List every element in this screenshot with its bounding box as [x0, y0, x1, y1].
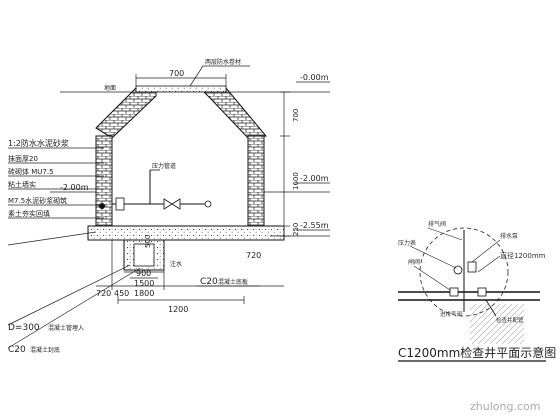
label-mud-wall: 粘土墙实	[8, 180, 36, 189]
dim-side-720: 720	[96, 289, 111, 298]
detail-soil	[470, 304, 524, 344]
detail-valve-a	[449, 287, 459, 297]
dim-top-width: 700	[169, 69, 184, 78]
detail-pressure-gauge: 压力表	[398, 239, 416, 247]
label-pipe: 压力管道	[152, 162, 176, 170]
base-slab	[87, 225, 285, 271]
label-c20-floor: C20	[200, 277, 218, 287]
main-labels: 700 700 1600 250 720 900 1500 1800 720 4…	[8, 58, 329, 355]
detail-vent-valve: 排气阀	[428, 220, 446, 228]
detail-valve-box	[467, 261, 477, 273]
detail-view: 排气阀 压力表 闸阀 排水泵 直径1200mm 检查井配管 进排气阀 C1200…	[398, 220, 556, 362]
label-c20-floor-sub: 混凝土底板	[218, 278, 248, 286]
detail-diameter: 直径1200mm	[500, 251, 546, 260]
label-c20-bottom-sub: 混凝土封底	[30, 346, 60, 354]
dim-sump-w2: 1500	[134, 279, 154, 288]
dim-sump-w1: 900	[136, 269, 151, 278]
detail-circle	[419, 227, 509, 317]
label-c20-bottom: C20	[8, 345, 26, 355]
label-surface: 地面	[104, 84, 116, 92]
ground-line	[50, 91, 330, 237]
leader-lines	[7, 65, 330, 349]
detail-valve: 闸阀	[408, 258, 420, 266]
label-waterproof-top: 两层防水卷材	[205, 58, 241, 66]
dim-floor-offset: 720	[246, 251, 261, 260]
detail-air-valve: 进排气阀	[440, 310, 462, 318]
label-mortar-m75: M7.5水泥砂浆砌筑	[8, 196, 67, 205]
well-walls	[95, 135, 265, 227]
well-roof	[95, 85, 267, 139]
label-backfill: 素土夯实回填	[8, 209, 50, 218]
detail-valve-b	[477, 287, 487, 297]
dim-small: 500	[144, 235, 152, 248]
elev-bottom: -2.55m	[300, 221, 329, 230]
label-brick: 砖砌体 MU7.5	[8, 167, 54, 176]
dim-side-450: 450	[114, 289, 129, 298]
dim-total-width: 1200	[168, 305, 188, 314]
label-roof-layer: 1:2防水水泥砂浆	[8, 138, 69, 148]
label-d300: D=300	[8, 323, 40, 333]
label-mortar: 抹面厚20	[8, 154, 38, 163]
dim-roof-height: 700	[292, 109, 300, 122]
detail-sump-pump: 排水泵	[500, 232, 518, 240]
detail-pipe-ref: 检查井配管	[496, 316, 524, 324]
elev-water-right: -2.00m	[300, 174, 329, 183]
watermark: zhulong.com	[470, 400, 540, 413]
elev-ground: -0.00m	[300, 73, 329, 82]
dim-sump-w3: 1800	[134, 289, 154, 298]
detail-gauge	[453, 265, 463, 275]
inner-pipe	[99, 169, 212, 211]
label-small-note: 注水	[170, 260, 182, 268]
elev-water-left: -2.00m	[60, 183, 89, 192]
dim-base-height: 250	[292, 223, 300, 236]
dim-mid-height: 1600	[292, 172, 300, 190]
label-d300-sub: 混凝土管埋入	[48, 324, 84, 332]
detail-title: C1200mm检查井平面示意图	[398, 345, 556, 360]
